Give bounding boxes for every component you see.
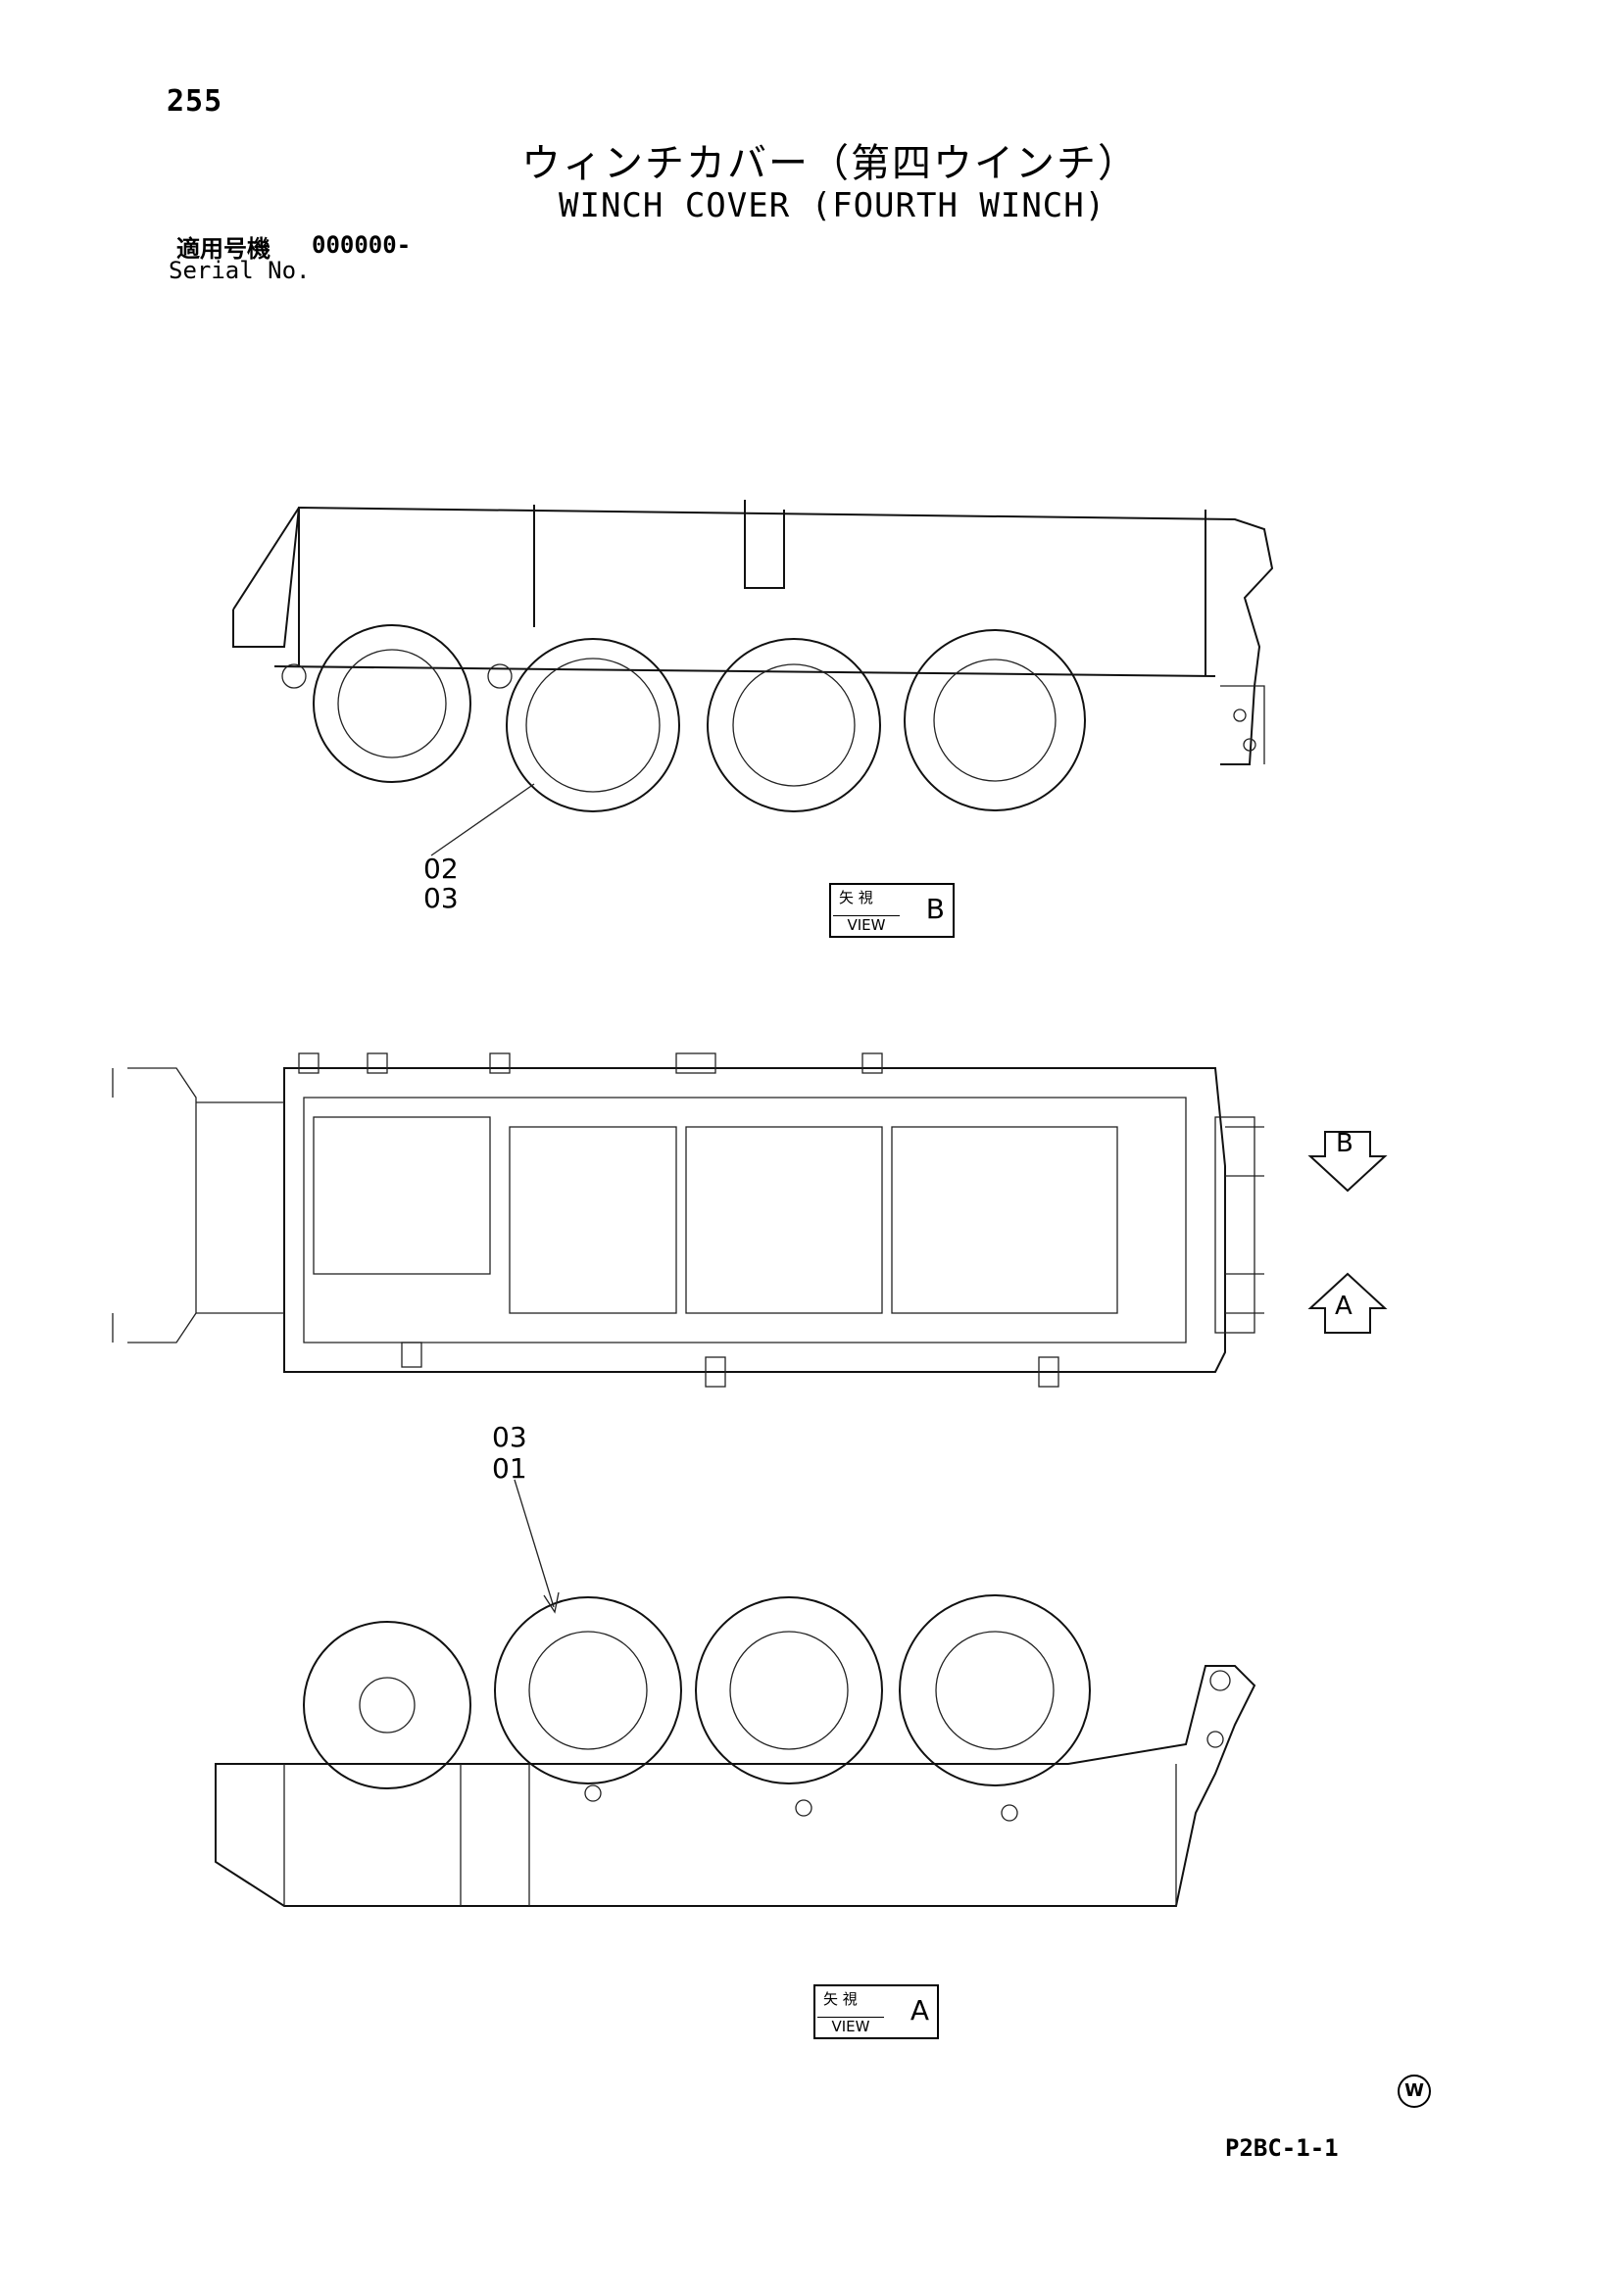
brand-mark-icon: W	[1398, 2075, 1431, 2108]
title-japanese: ウィンチカバー（第四ウインチ）	[521, 141, 1139, 186]
view-a-box-japanese: 矢 視	[823, 1990, 858, 2008]
view-b-box-english: VIEW	[833, 915, 900, 934]
view-b-box-letter: B	[925, 893, 945, 925]
plan-view-drawing	[112, 1052, 1388, 1388]
callout-03: 03	[423, 882, 459, 914]
view-arrow-a-label: A	[1335, 1292, 1352, 1321]
serial-label-english: Serial No.	[169, 257, 311, 284]
serial-label-japanese: 適用号機	[176, 235, 270, 263]
view-a-box-letter: A	[910, 1994, 929, 2027]
view-a-drawing	[215, 1479, 1256, 1907]
view-b-box: 矢 視 VIEW B	[829, 883, 955, 938]
view-b-box-japanese: 矢 視	[839, 889, 873, 906]
view-a-box-english: VIEW	[817, 2017, 884, 2035]
callout-03: 03	[492, 1421, 527, 1453]
page-number: 255	[167, 84, 223, 119]
serial-value: 000000-	[312, 231, 412, 259]
title-english: WINCH COVER (FOURTH WINCH)	[559, 186, 1107, 225]
callout-01: 01	[492, 1452, 527, 1485]
view-a-box: 矢 視 VIEW A	[813, 1984, 939, 2039]
callout-02: 02	[423, 853, 459, 885]
view-b-drawing	[232, 500, 1274, 856]
view-arrow-b-label: B	[1336, 1129, 1353, 1158]
footer-code: P2BC-1-1	[1225, 2134, 1339, 2162]
